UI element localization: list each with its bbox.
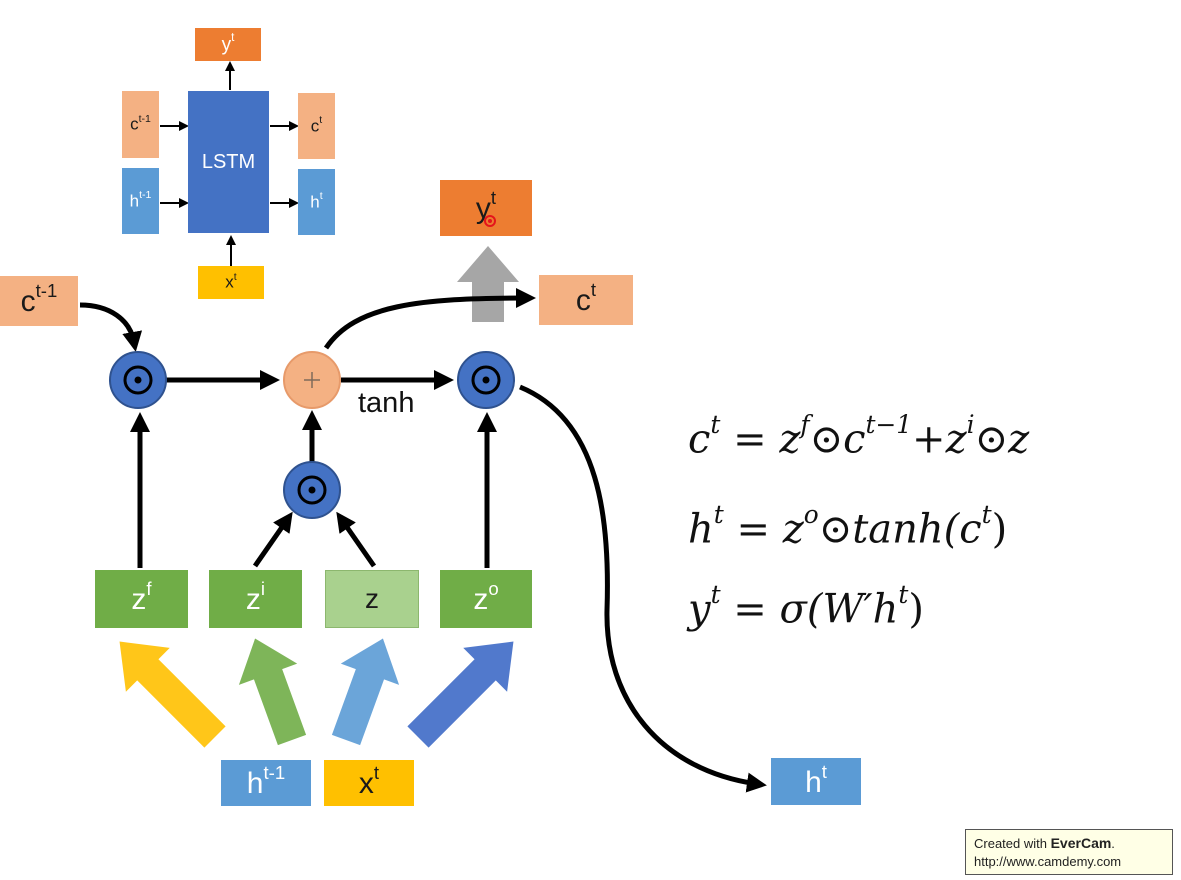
h-next-label: ht <box>805 760 827 799</box>
x-input-label: xt <box>358 762 380 800</box>
input-mult-node <box>283 461 341 519</box>
zi-gate-box: zi <box>209 570 302 628</box>
c-prev-box: ct-1 <box>0 276 78 326</box>
input-arrow-cell <box>331 638 400 746</box>
z-label: z <box>365 583 379 614</box>
input-arrow-forget <box>119 641 226 748</box>
c-prev-label: ct-1 <box>20 280 58 318</box>
cursor-marker <box>484 215 496 227</box>
arrow-plus-to-c-next <box>323 288 536 350</box>
x-input-box: xt <box>324 760 414 806</box>
input-arrow-output <box>407 641 514 748</box>
equation-hidden-state: ht = zo⊙tanh(ct) <box>688 500 1008 553</box>
h-prev-box: ht-1 <box>221 760 311 806</box>
input-arrow-input <box>238 638 307 746</box>
arrow-zi-to-input-node <box>252 511 293 568</box>
evercam-watermark: Created with EverCam. http://www.camdemy… <box>965 829 1173 875</box>
mini-h-next-label: ht <box>310 190 323 212</box>
mini-arrows <box>160 61 299 266</box>
mini-y-box: yt <box>195 28 261 61</box>
flow-arrows <box>79 288 767 793</box>
zf-gate-box: zf <box>95 570 188 628</box>
zo-label: zo <box>473 578 499 616</box>
equation-cell-state: ct = zf⊙ct−1+zi⊙z <box>688 410 1030 463</box>
arrow-c-prev-to-forget-node <box>79 302 143 352</box>
c-next-label: ct <box>575 279 597 317</box>
mini-y-label: yt <box>221 31 235 56</box>
c-next-box: ct <box>539 275 633 325</box>
input-arrows <box>119 638 514 748</box>
equation-output: yt = σ(W′ht) <box>688 580 924 633</box>
h-next-box: ht <box>771 758 861 805</box>
mini-h-prev-label: ht-1 <box>129 189 152 211</box>
mini-c-prev-box: ct-1 <box>122 91 159 158</box>
zo-gate-box: zo <box>440 570 532 628</box>
mini-c-prev-label: ct-1 <box>130 112 151 134</box>
arrow-z-to-input-node <box>336 511 377 568</box>
mini-x-box: xt <box>198 266 264 299</box>
y-output-box: yt <box>440 180 532 236</box>
mini-lstm-label: LSTM <box>201 150 256 173</box>
mini-c-next-box: ct <box>298 93 335 159</box>
z-box: z <box>325 570 419 628</box>
plus-node <box>283 351 341 409</box>
mini-lstm-block: LSTM <box>188 91 269 233</box>
arrow-output-node-to-h-next <box>519 384 767 793</box>
mini-h-prev-box: ht-1 <box>122 168 159 234</box>
output-arrow <box>457 246 519 322</box>
mini-h-next-box: ht <box>298 169 335 235</box>
mini-x-label: xt <box>225 270 237 292</box>
forget-mult-node <box>109 351 167 409</box>
tanh-label: tanh <box>358 387 415 419</box>
zi-label: zi <box>245 578 266 616</box>
mini-c-next-label: ct <box>310 114 323 136</box>
zf-label: zf <box>131 578 152 616</box>
output-mult-node <box>457 351 515 409</box>
h-prev-label: ht-1 <box>246 762 286 800</box>
